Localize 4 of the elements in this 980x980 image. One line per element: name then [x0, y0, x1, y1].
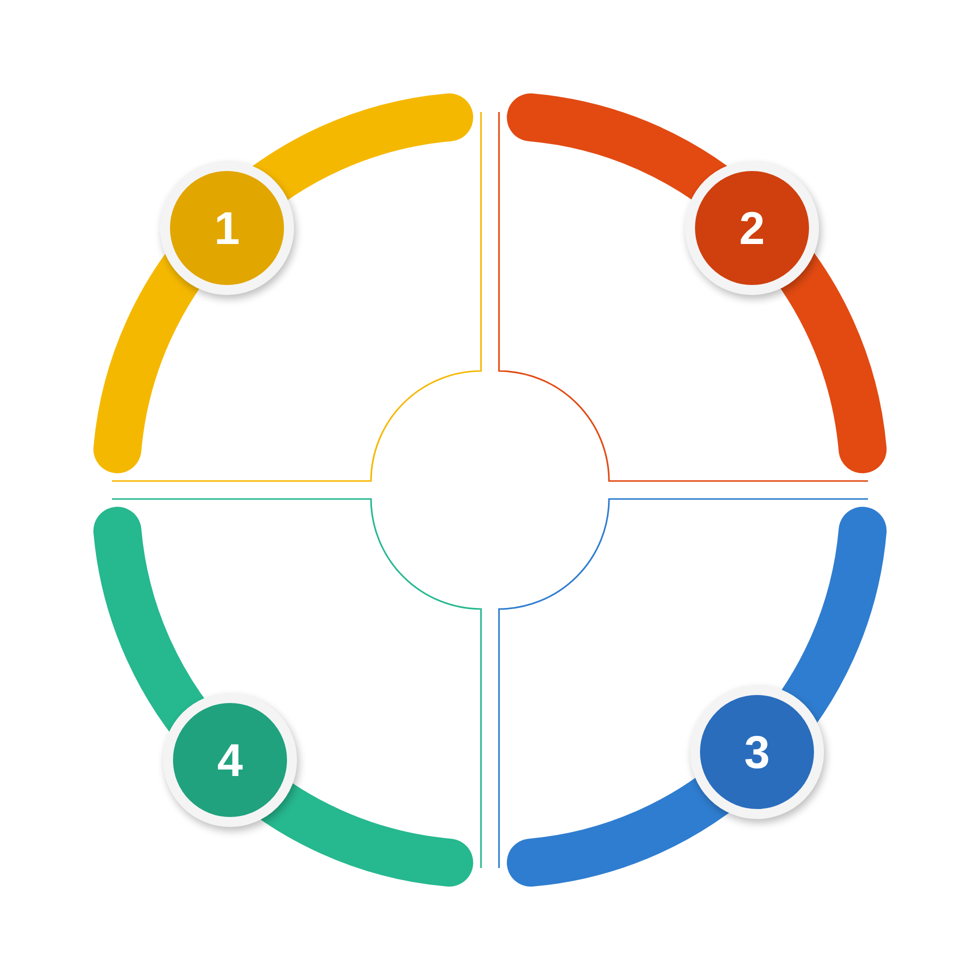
step-number: 2 [685, 161, 819, 295]
step-number: 1 [160, 161, 294, 295]
step-number: 4 [163, 693, 297, 827]
step-number: 3 [690, 685, 824, 819]
